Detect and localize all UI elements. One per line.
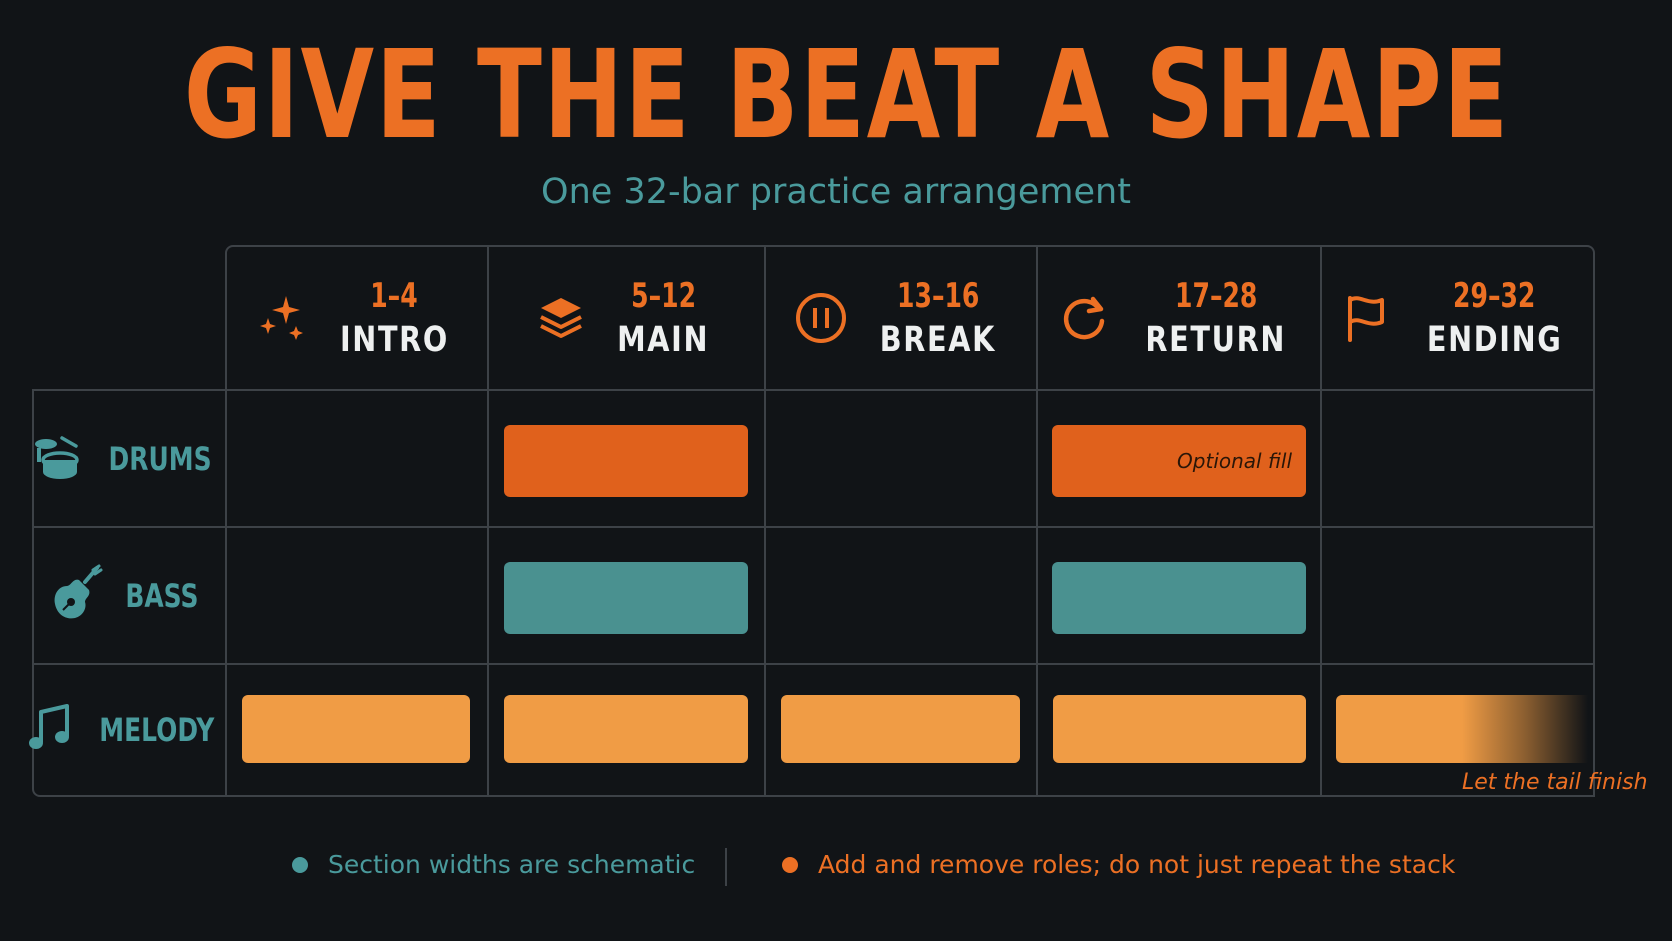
track-grid-frame [32, 389, 1595, 797]
melody-bar-ending-fading [1336, 695, 1588, 763]
melody-bar-main [504, 695, 748, 763]
section-header-ending: 29–32 ENDING [1322, 247, 1593, 389]
melody-bar-break [781, 695, 1020, 763]
refresh-icon [1056, 290, 1112, 346]
section-name: BREAK [879, 320, 997, 360]
orange-dot-icon [782, 856, 798, 873]
section-range: 1–4 [370, 276, 418, 316]
row-name: MELODY [99, 711, 215, 749]
section-header-main: 5–12 MAIN [489, 247, 764, 389]
row-label-melody: MELODY [29, 665, 224, 795]
bass-bar-return [1052, 562, 1306, 634]
section-header-break: 13–16 BREAK [766, 247, 1036, 389]
footer-note-text: Section widths are schematic [328, 850, 696, 879]
section-range: 13–16 [896, 276, 980, 316]
footer-note-text: Add and remove roles; do not just repeat… [818, 850, 1456, 879]
guitar-icon [49, 564, 103, 628]
row-label-drums: DRUMS [34, 391, 224, 526]
section-name: MAIN [617, 320, 710, 360]
melody-bar-return [1053, 695, 1306, 763]
section-header-return: 17–28 RETURN [1038, 247, 1320, 389]
optional-fill-label: Optional fill [1177, 449, 1292, 473]
music-note-icon [27, 702, 71, 758]
row-divider [34, 526, 1593, 528]
section-header-intro: 1–4 INTRO [227, 247, 487, 389]
drums-bar-main [504, 425, 748, 497]
teal-dot-icon [292, 856, 308, 873]
row-label-bass: BASS [34, 528, 224, 663]
section-range: 5–12 [631, 276, 696, 316]
melody-bar-intro [242, 695, 470, 763]
section-name: RETURN [1145, 320, 1287, 360]
footer-note-roles: Add and remove roles; do not just repeat… [782, 850, 1455, 879]
sparkles-icon [254, 290, 310, 346]
flag-icon [1338, 290, 1394, 346]
row-divider [34, 663, 1593, 665]
footer-divider [725, 848, 727, 886]
column-divider [225, 389, 227, 795]
layers-icon [533, 290, 589, 346]
section-name: INTRO [339, 320, 449, 360]
pause-icon [793, 290, 849, 346]
column-divider [1320, 247, 1322, 795]
row-name: DRUMS [108, 439, 212, 478]
tail-note: Let the tail finish [1462, 770, 1648, 795]
footer-note-schematic: Section widths are schematic [292, 850, 695, 879]
column-divider [487, 247, 489, 795]
section-name: ENDING [1426, 320, 1563, 360]
column-divider [1036, 247, 1038, 795]
drum-icon [32, 432, 82, 486]
bass-bar-main [504, 562, 748, 634]
section-range: 29–32 [1453, 276, 1536, 316]
section-range: 17–28 [1174, 276, 1258, 316]
drums-bar-return: Optional fill [1052, 425, 1306, 497]
page-title: GIVE THE BEAT A SHAPE [183, 24, 1510, 166]
row-name: BASS [125, 576, 199, 615]
column-divider [764, 247, 766, 795]
page-subtitle: One 32-bar practice arrangement [541, 172, 1131, 212]
